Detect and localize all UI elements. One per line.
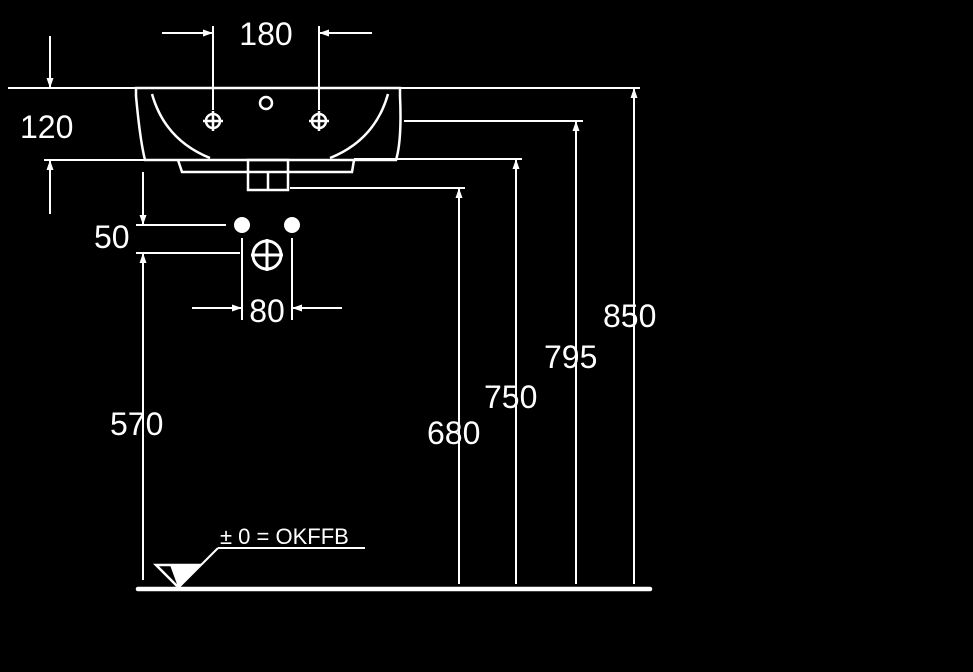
supply-right-icon xyxy=(284,217,300,233)
dim-overflow-height: 795 xyxy=(544,339,597,375)
supply-left-icon xyxy=(234,217,250,233)
dim-supply-center-spacing: 80 xyxy=(249,293,285,329)
supply-connections xyxy=(234,217,300,271)
overflow-hole-icon xyxy=(258,95,274,111)
waste-outlet-icon xyxy=(251,239,283,271)
floor-level-symbol xyxy=(152,563,204,589)
bowl-curve-left xyxy=(150,93,211,160)
floor-level-label: ± 0 = OKFFB xyxy=(220,524,349,549)
dim-outlet-height: 680 xyxy=(427,415,480,451)
dim-underside-height: 750 xyxy=(484,379,537,415)
dim-waste-height: 570 xyxy=(110,406,163,442)
tap-holes xyxy=(203,95,329,131)
dim-basin-height: 120 xyxy=(20,109,73,145)
dim-tap-hole-spacing: 180 xyxy=(239,16,292,52)
bowl-curve-right xyxy=(329,93,390,160)
dim-supply-spacing: 50 xyxy=(94,219,130,255)
dim-rim-height: 850 xyxy=(603,298,656,334)
